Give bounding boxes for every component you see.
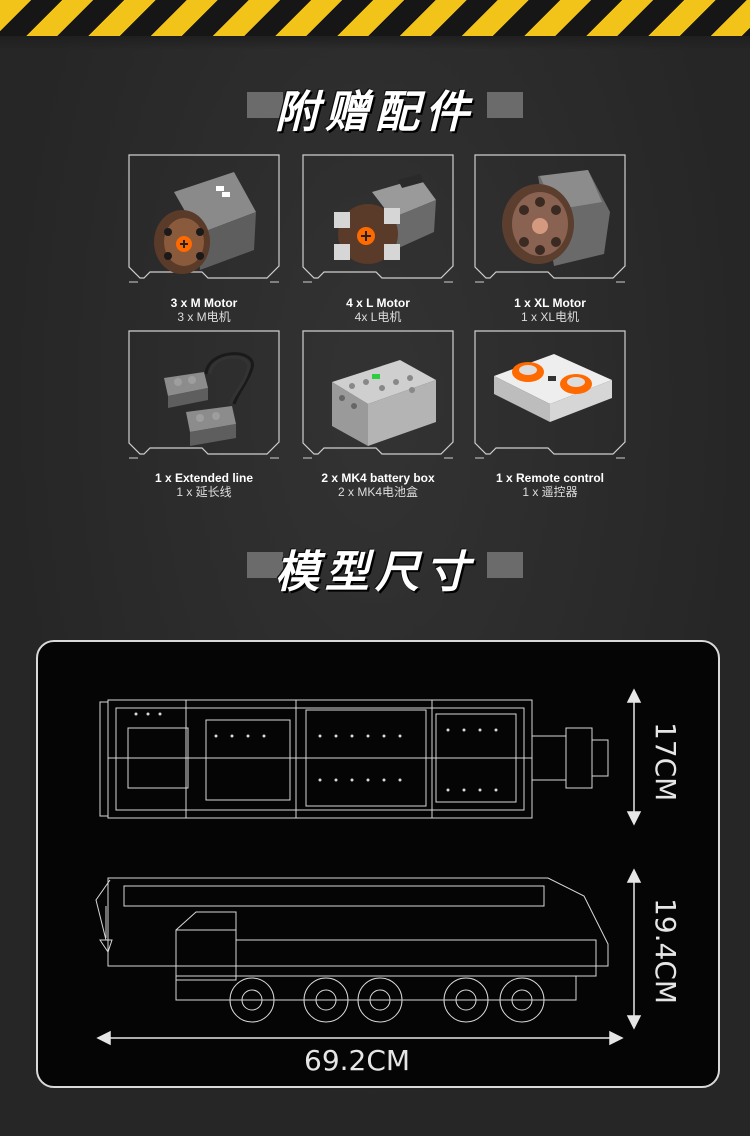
extension-cable-icon — [164, 352, 254, 446]
accessory-card-battery-box — [302, 330, 454, 464]
accessory-label-remote-control: 1 x Remote control 1 x 遥控器 — [495, 471, 605, 499]
hazard-stripe-banner — [0, 0, 750, 36]
crane-top-view — [99, 699, 609, 819]
accessory-card-remote-control — [474, 330, 626, 464]
accessories-title-text: 附赠配件 — [275, 87, 475, 138]
remote-control-icon — [494, 354, 612, 422]
accessory-label-xl-motor: 1 x XL Motor 1 x XL电机 — [514, 296, 586, 324]
accessory-card-m-motor — [128, 154, 280, 288]
accessory-card-xl-motor — [474, 154, 626, 288]
crane-side-view — [95, 877, 609, 1001]
xl-motor-icon — [502, 170, 610, 266]
accessory-card-l-motor — [302, 154, 454, 288]
length-dimension-label: 69.2CM — [304, 1044, 411, 1077]
m-motor-icon — [154, 172, 256, 274]
l-motor-icon — [334, 174, 436, 264]
dimension-panel: 17CM 19.4CM 69.2CM — [36, 640, 720, 1088]
crane-wheels — [229, 977, 545, 1023]
crane-blueprint — [95, 688, 642, 1046]
battery-box-icon — [332, 360, 436, 446]
accessories-section-title: 附赠配件 — [0, 76, 750, 146]
accessory-label-l-motor: 4 x L Motor 4x L电机 — [346, 296, 410, 324]
accessory-label-m-motor: 3 x M Motor 3 x M电机 — [170, 296, 238, 324]
accessory-card-extended-line — [128, 330, 280, 464]
accessory-label-battery-box: 2 x MK4 battery box 2 x MK4电池盒 — [321, 471, 435, 499]
size-title-text: 模型尺寸 — [275, 547, 475, 598]
accessory-label-extended-line: 1 x Extended line 1 x 延长线 — [154, 471, 254, 499]
height-dimension-label: 19.4CM — [649, 898, 682, 1005]
width-dimension-label: 17CM — [649, 722, 682, 802]
size-section-title: 模型尺寸 — [0, 536, 750, 606]
